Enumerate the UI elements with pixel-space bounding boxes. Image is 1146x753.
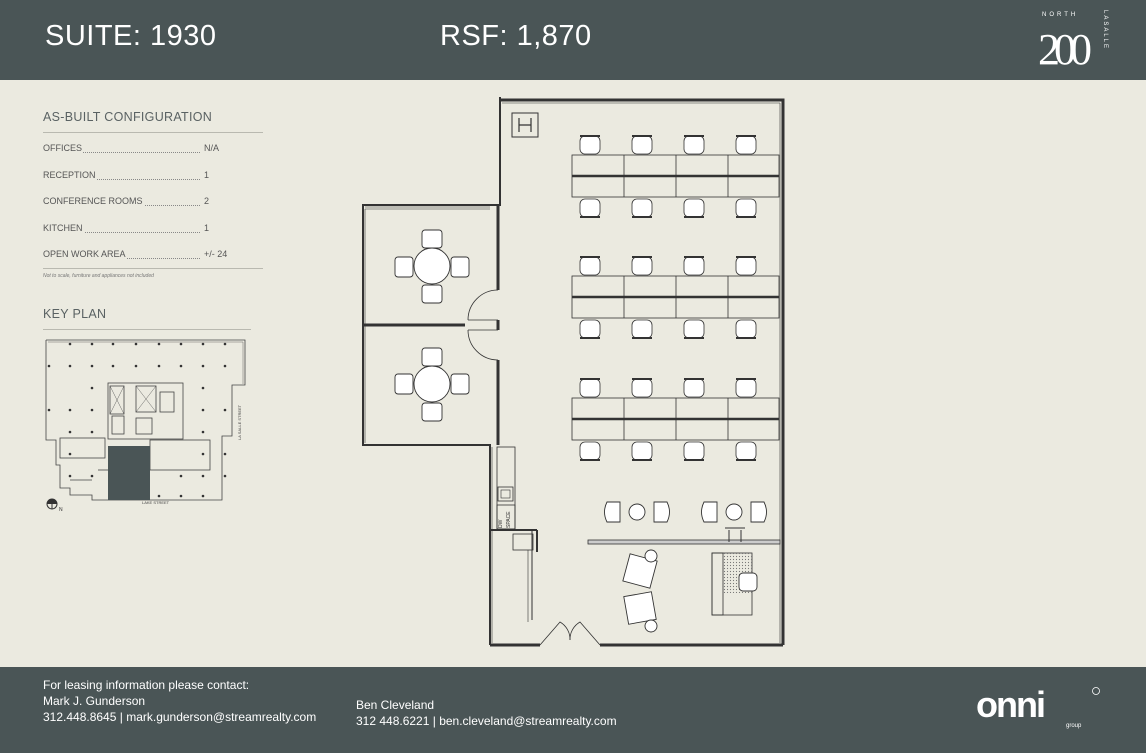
north-arrow-icon xyxy=(46,498,58,510)
logo-word-top: NORTH xyxy=(1042,12,1078,18)
key-plan-columns xyxy=(47,342,227,498)
keyplan-title: KEY PLAN xyxy=(43,307,107,321)
onni-wordmark: onni xyxy=(976,685,1044,725)
desk-chair xyxy=(735,198,757,218)
desk-chair xyxy=(631,441,653,461)
desk-chair xyxy=(683,256,705,276)
street-label-lasalle: LA SALLE STREET xyxy=(237,404,242,440)
suite-number: SUITE: 1930 xyxy=(45,20,217,52)
space-label: SPACE xyxy=(506,511,512,528)
config-item: KITCHEN 1 xyxy=(43,213,263,240)
desk-row-1 xyxy=(571,154,780,198)
desk-chair xyxy=(631,256,653,276)
keyplan-section: KEY PLAN xyxy=(43,307,251,330)
divider xyxy=(43,132,263,133)
workstation-rows xyxy=(571,154,780,441)
desk-chair xyxy=(735,135,757,155)
conference-table-1 xyxy=(394,229,470,304)
config-label: RECEPTION xyxy=(43,169,97,180)
desk-chair xyxy=(683,378,705,398)
desk-chair xyxy=(631,135,653,155)
contact-1-info: 312.448.8645 | mark.gunderson@streamreal… xyxy=(43,710,317,724)
config-value: N/A xyxy=(204,143,220,153)
rsf-value: RSF: 1,870 xyxy=(440,20,592,52)
desk-chair xyxy=(631,198,653,218)
desk-chair xyxy=(579,378,601,398)
desk-chair xyxy=(683,135,705,155)
config-item: OFFICES N/A xyxy=(43,133,263,160)
desk-chair xyxy=(735,378,757,398)
logo-word-side: LASALLE xyxy=(1102,10,1108,50)
desk-row-3 xyxy=(571,397,780,441)
reception-chairs xyxy=(622,549,758,633)
config-item: OPEN WORK AREA +/- 24 xyxy=(43,239,263,266)
divider xyxy=(43,267,263,269)
contact-intro: For leasing information please contact: xyxy=(43,678,250,692)
desk-chair xyxy=(579,256,601,276)
contact-2-name: Ben Cleveland xyxy=(356,698,435,712)
config-label: KITCHEN xyxy=(43,222,84,233)
desk-chair xyxy=(683,319,705,339)
desk-chair xyxy=(579,135,601,155)
config-value: +/- 24 xyxy=(204,249,228,259)
config-value: 1 xyxy=(204,222,210,233)
desk-chair xyxy=(579,198,601,218)
config-panel: AS-BUILT CONFIGURATION OFFICES N/A RECEPT… xyxy=(43,110,263,279)
contact-block-2: Ben Cleveland 312 448.6221 | ben.clevela… xyxy=(356,697,617,729)
divider xyxy=(43,329,251,330)
footer-bar: For leasing information please contact: … xyxy=(0,667,1146,753)
key-plan-map xyxy=(45,339,246,501)
config-item: RECEPTION 1 xyxy=(43,160,263,187)
onni-logo: onni group xyxy=(976,685,1100,729)
conference-table-2 xyxy=(394,347,470,422)
config-label: CONFERENCE ROOMS xyxy=(43,196,144,206)
lounge-seating xyxy=(604,501,767,523)
desk-chair xyxy=(579,319,601,339)
desk-chair xyxy=(579,441,601,461)
desk-row-2 xyxy=(571,275,780,319)
contact-2-info: 312 448.6221 | ben.cleveland@streamrealt… xyxy=(356,714,617,728)
desk-chairs xyxy=(579,135,757,461)
desk-chair xyxy=(631,378,653,398)
north-label: N xyxy=(59,507,63,513)
desk-chair xyxy=(735,441,757,461)
config-title: AS-BUILT CONFIGURATION xyxy=(43,110,213,124)
header-bar: SUITE: 1930 RSF: 1,870 NORTH 200 LASALLE xyxy=(0,0,1146,80)
desk-chair xyxy=(631,319,653,339)
config-item: CONFERENCE ROOMS 2 xyxy=(43,186,263,213)
building-logo: NORTH 200 LASALLE xyxy=(1038,10,1108,74)
contact-1-name: Mark J. Gunderson xyxy=(43,694,146,708)
desk-chair xyxy=(735,256,757,276)
onni-sub: group xyxy=(1066,723,1082,729)
config-label: OFFICES xyxy=(43,143,84,153)
scale-note: Not to scale, furniture and appliances n… xyxy=(43,272,154,279)
street-label-lake: LAKE STREET xyxy=(142,500,170,505)
suite-highlight xyxy=(108,446,150,500)
config-label: OPEN WORK AREA xyxy=(43,249,127,259)
desk-chair xyxy=(683,441,705,461)
config-value: 1 xyxy=(204,169,210,180)
contact-block-1: For leasing information please contact: … xyxy=(43,677,316,725)
config-value: 2 xyxy=(204,196,210,206)
desk-chair xyxy=(735,319,757,339)
desk-chair xyxy=(683,198,705,218)
dw-label: DW xyxy=(498,519,504,528)
